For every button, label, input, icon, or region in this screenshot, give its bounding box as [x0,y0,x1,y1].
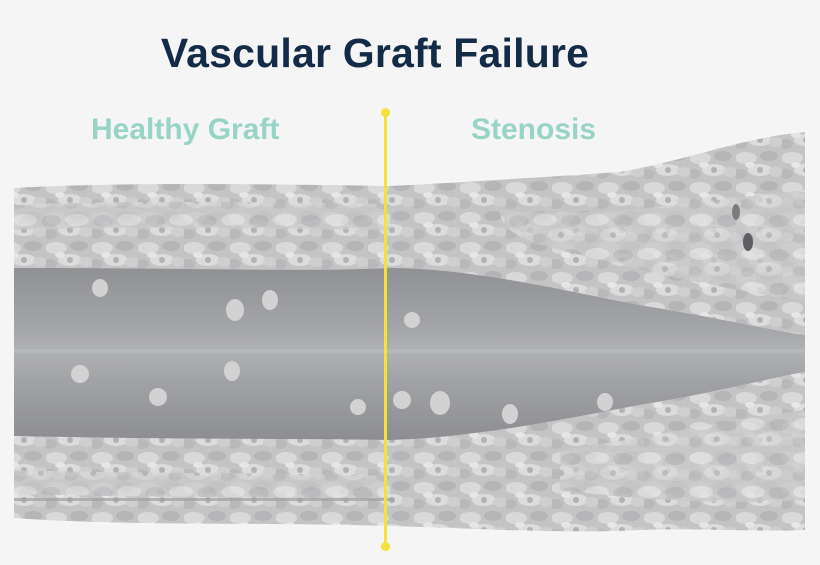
vessel-wall-bottom [14,372,805,532]
diagram-title: Vascular Graft Failure [160,30,590,76]
divider-top-dot [381,108,390,117]
vessel-wall-top [14,132,805,335]
label-stenosis: Stenosis [471,113,597,146]
divider-bottom-dot [381,542,390,551]
label-healthy-graft: Healthy Graft [91,113,280,146]
blood-cells [71,279,613,424]
divider-line [384,112,387,548]
